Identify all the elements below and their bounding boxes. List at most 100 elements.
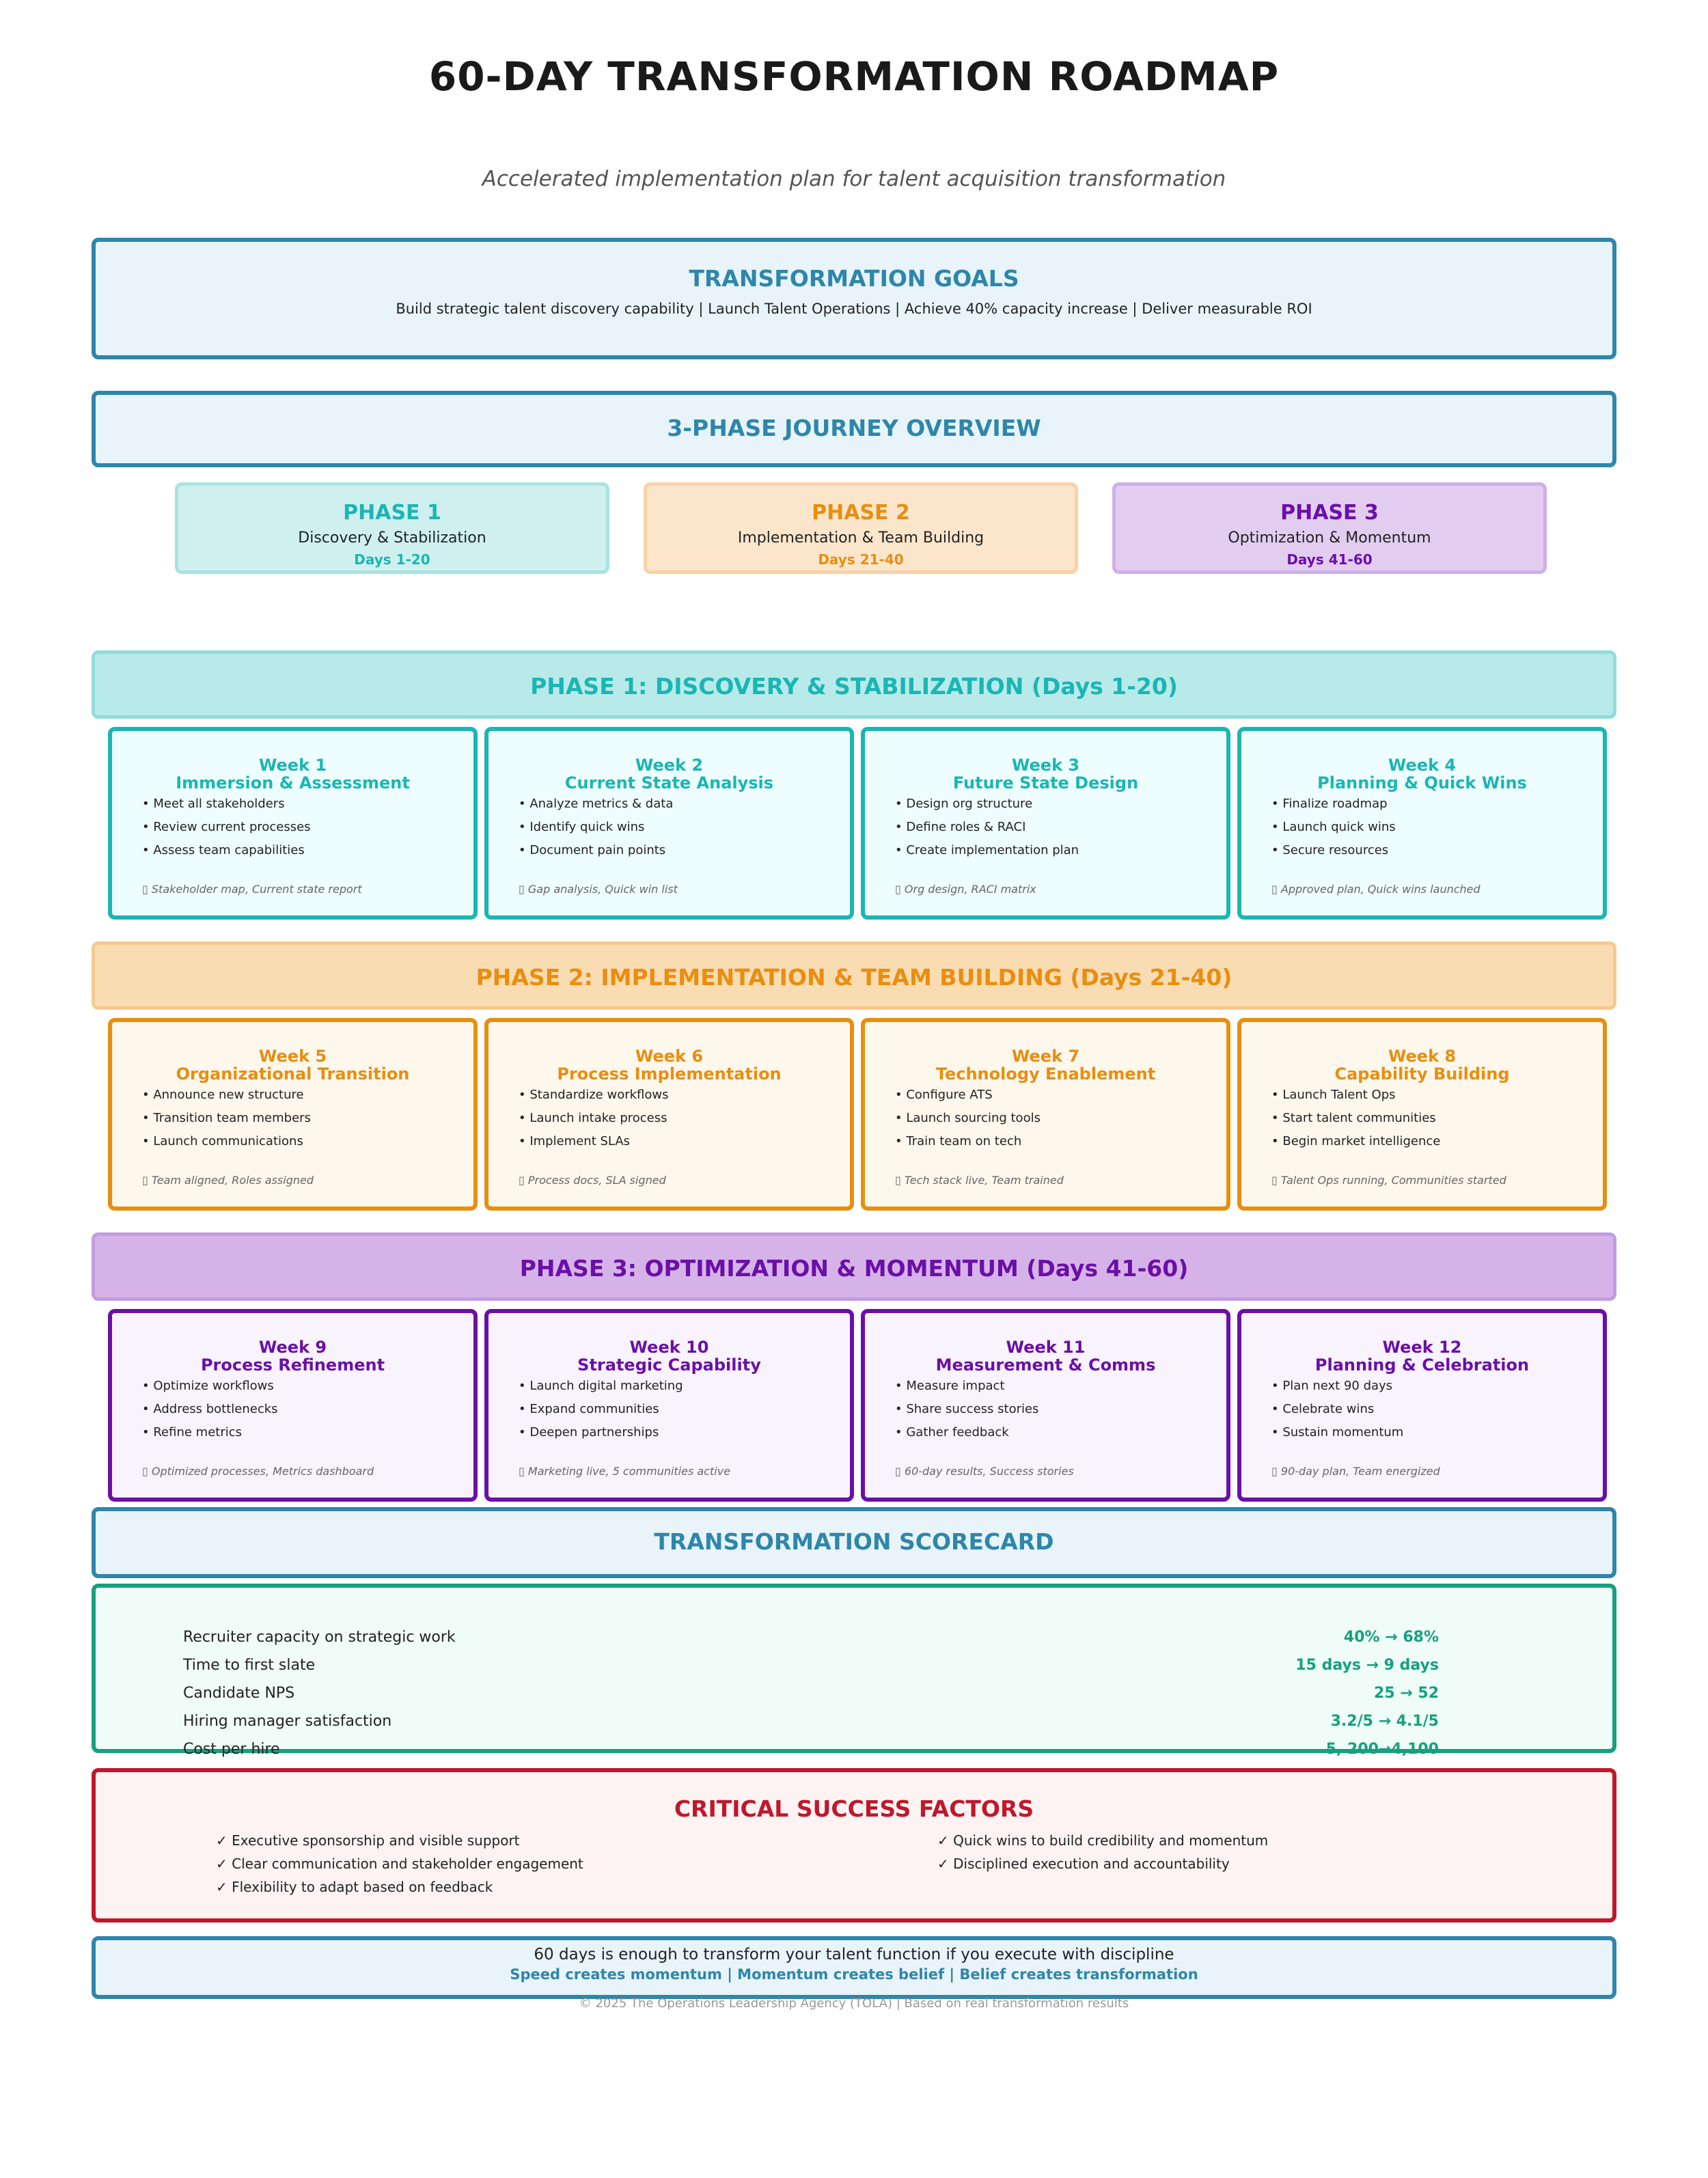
week-task-list: • Configure ATS• Launch sourcing tools• …	[895, 1088, 1041, 1157]
journey-overview-title: 3-PHASE JOURNEY OVERVIEW	[667, 415, 1041, 441]
week-deliverable: ▯ Tech stack live, Team trained	[895, 1174, 1064, 1187]
journey-overview-panel	[92, 391, 1616, 467]
week-task: • Start talent communities	[1271, 1111, 1436, 1125]
metric-value: 3.2/5 → 4.1/5	[1330, 1713, 1439, 1730]
phase-header-title: PHASE 1: DISCOVERY & STABILIZATION (Days…	[530, 673, 1178, 700]
week-task: • Identify quick wins	[519, 820, 645, 834]
week-title: Current State Analysis	[564, 773, 774, 792]
week-task: • Transition team members	[142, 1111, 311, 1125]
week-task: • Configure ATS	[895, 1088, 993, 1102]
phase-1-header: PHASE 1: DISCOVERY & STABILIZATION (Days…	[92, 650, 1616, 719]
week-task: • Plan next 90 days	[1271, 1379, 1393, 1393]
goals-panel	[92, 238, 1616, 359]
week-number: Week 8	[1388, 1047, 1457, 1066]
success-factor: ✓ Disciplined execution and accountabili…	[937, 1856, 1230, 1872]
week-title: Measurement & Comms	[935, 1355, 1156, 1375]
success-factor: ✓ Flexibility to adapt based on feedback	[216, 1879, 493, 1895]
phase-card-label: PHASE 2	[812, 501, 910, 525]
week-task: • Launch quick wins	[1271, 820, 1396, 834]
phase-card-name: Discovery & Stabilization	[298, 529, 486, 547]
week-title: Planning & Quick Wins	[1317, 773, 1527, 792]
week-task-list: • Finalize roadmap• Launch quick wins• S…	[1271, 797, 1396, 866]
week-deliverable: ▯ Marketing live, 5 communities active	[519, 1465, 731, 1478]
week-task: • Gather feedback	[895, 1425, 1009, 1439]
week-title: Process Implementation	[557, 1064, 782, 1084]
week-task: • Document pain points	[519, 843, 666, 857]
week-title: Capability Building	[1334, 1064, 1510, 1084]
week-task: • Analyze metrics & data	[519, 797, 674, 811]
week-task-list: • Design org structure• Define roles & R…	[895, 797, 1079, 866]
week-task: • Launch Talent Ops	[1271, 1088, 1396, 1102]
critical-success-factors-title: CRITICAL SUCCESS FACTORS	[674, 1795, 1034, 1822]
week-number: Week 11	[1006, 1338, 1086, 1357]
week-task-list: • Optimize workflows• Address bottleneck…	[142, 1379, 278, 1448]
week-deliverable: ▯ Optimized processes, Metrics dashboard	[142, 1465, 374, 1478]
week-task: • Launch communications	[142, 1134, 303, 1148]
week-number: Week 2	[635, 756, 704, 775]
week-task: • Train team on tech	[895, 1134, 1022, 1148]
week-task: • Measure impact	[895, 1379, 1005, 1393]
week-number: Week 7	[1011, 1047, 1080, 1066]
week-task-list: • Measure impact • Share success stories •…	[895, 1379, 1038, 1448]
week-task: • Expand communities	[519, 1402, 659, 1416]
metric-label: Time to first slate	[183, 1657, 316, 1674]
phase-card-name: Implementation & Team Building	[737, 529, 984, 547]
week-title: Future State Design	[952, 773, 1139, 792]
week-title: Technology Enablement	[935, 1064, 1156, 1084]
week-task-list: • Standardize workflows• Launch intake p…	[519, 1088, 668, 1157]
phase-header-title: PHASE 2: IMPLEMENTATION & TEAM BUILDING …	[476, 964, 1232, 991]
week-task-list: • Plan next 90 days • Celebrate wins • Sus…	[1271, 1379, 1403, 1448]
week-task: • Finalize roadmap	[1271, 797, 1388, 811]
critical-success-factors-panel	[92, 1768, 1616, 1922]
week-deliverable: ▯ 60-day results, Success stories	[895, 1465, 1074, 1478]
week-task: • Sustain momentum	[1271, 1425, 1404, 1439]
metric-value: 40% → 68%	[1343, 1629, 1439, 1646]
week-task: • Celebrate wins	[1271, 1402, 1375, 1416]
week-title: Planning & Celebration	[1314, 1355, 1530, 1375]
scorecard-metrics-panel	[92, 1584, 1616, 1753]
week-task: • Implement SLAs	[519, 1134, 631, 1148]
week-deliverable: ▯ Talent Ops running, Communities starte…	[1271, 1174, 1506, 1187]
week-deliverable: ▯ Process docs, SLA signed	[519, 1174, 666, 1187]
metric-value: 25 → 52	[1374, 1685, 1439, 1702]
metric-value: 5, 200→4,100	[1325, 1741, 1439, 1758]
week-task: • Optimize workflows	[142, 1379, 274, 1393]
metric-label: Hiring manager satisfaction	[183, 1713, 392, 1730]
footer-panel	[92, 1936, 1616, 1999]
week-deliverable: ▯ Gap analysis, Quick win list	[519, 883, 678, 896]
scorecard-panel	[92, 1507, 1616, 1578]
week-task: • Review current processes	[142, 820, 311, 834]
week-deliverable: ▯ Org design, RACI matrix	[895, 883, 1036, 896]
success-factor: ✓ Executive sponsorship and visible supp…	[216, 1832, 520, 1849]
week-deliverable: ▯ Stakeholder map, Current state report	[142, 883, 362, 896]
week-title: Immersion & Assessment	[176, 773, 410, 792]
week-task: • Begin market intelligence	[1271, 1134, 1441, 1148]
phase-3-header: PHASE 3: OPTIMIZATION & MOMENTUM (Days 4…	[92, 1232, 1616, 1301]
week-task-list: • Meet all stakeholders• Review current …	[142, 797, 311, 866]
footer-motto: Speed creates momentum | Momentum create…	[510, 1966, 1198, 1983]
week-number: Week 4	[1388, 756, 1457, 775]
week-task: • Assess team capabilities	[142, 843, 305, 857]
week-number: Week 1	[258, 756, 327, 775]
week-number: Week 12	[1382, 1338, 1462, 1357]
page-subtitle: Accelerated implementation plan for tale…	[482, 167, 1226, 191]
week-task: • Refine metrics	[142, 1425, 242, 1439]
week-task-list: • Announce new structure• Transition tea…	[142, 1088, 311, 1157]
phase-header-title: PHASE 3: OPTIMIZATION & MOMENTUM (Days 4…	[519, 1255, 1189, 1282]
week-task: • Share success stories	[895, 1402, 1039, 1416]
phase-card-days: Days 1-20	[354, 551, 430, 568]
